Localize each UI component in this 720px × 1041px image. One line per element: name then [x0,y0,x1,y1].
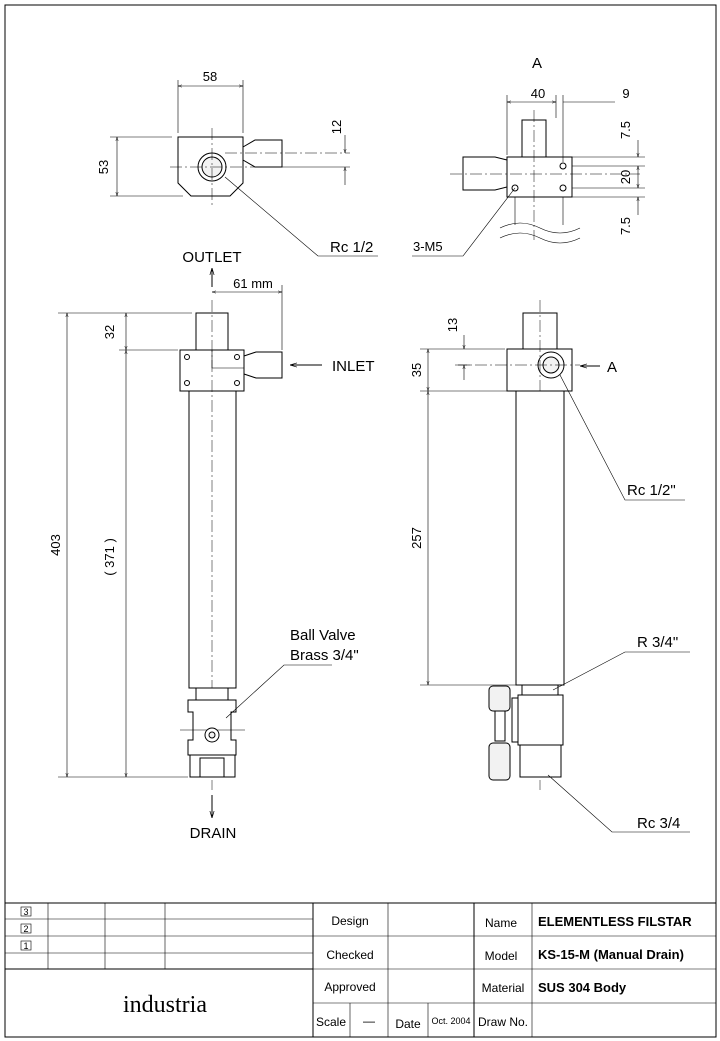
dim-61mm: 61 mm [233,276,273,291]
dim-371: ( 371 ) [102,538,117,576]
date-value: Oct. 2004 [431,1016,470,1026]
title-block: 3 2 1 industria Design Checked Approved … [5,902,716,1037]
thread-top-label: Rc 1/2" [627,482,676,499]
outlet-label: OUTLET [182,249,241,266]
ball-valve [517,694,564,746]
material-label: Material [482,981,525,995]
dim-7-5-top: 7.5 [618,121,633,139]
company-logo: industria [123,992,207,1018]
model-value: KS-15-M (Manual Drain) [538,947,684,962]
thread-bottom-label: Rc 3/4 [637,815,680,832]
thread-mid-label: R 3/4" [637,634,678,651]
top-view-right: A 40 9 7.5 20 7.5 3-M5 [412,55,645,257]
model-label: Model [485,949,518,963]
dim-32: 32 [102,325,117,339]
approved-label: Approved [324,980,375,994]
date-label: Date [395,1017,421,1031]
drawing-border [4,4,717,1038]
inlet-nozzle [243,351,283,379]
dim-13: 13 [445,318,460,332]
drain-label: DRAIN [190,825,237,842]
design-label: Design [331,914,368,928]
dim-58: 58 [203,69,217,84]
front-view-right: A 13 35 257 Rc 1/2" R 3/4" Rc 3/4 [409,300,690,833]
valve-knob [488,685,511,712]
valve-knob [488,742,511,781]
dim-35: 35 [409,363,424,377]
scale-value: — [363,1014,375,1028]
filter-tube [515,390,565,686]
revision-1: 1 [23,941,28,951]
dim-7-5-bottom: 7.5 [618,217,633,235]
holes-label: 3-M5 [413,239,443,254]
filter-tube [188,390,237,689]
drawno-label: Draw No. [478,1015,528,1029]
dim-12: 12 [329,120,344,134]
leader-line [412,187,516,257]
view-label-a: A [532,55,542,72]
leader-line [552,651,690,691]
dim-403: 403 [48,534,63,556]
thread-label: Rc 1/2 [330,239,373,256]
dim-40: 40 [531,86,545,101]
material-value: SUS 304 Body [538,980,627,995]
leader-line [224,176,378,257]
dim-20: 20 [618,170,633,184]
side-nozzle [462,156,508,191]
leader-line [225,664,332,719]
inlet-label: INLET [332,358,375,375]
checked-label: Checked [326,948,373,962]
leader-line [559,374,685,501]
dim-53: 53 [96,160,111,174]
view-a-label: A [607,359,617,376]
top-view-left: 58 53 12 Rc 1/2 [96,69,378,257]
scale-label: Scale [316,1015,346,1029]
front-view-left: OUTLET 61 mm INLET DRAIN 403 32 ( 371 ) … [48,249,375,842]
inlet-nozzle [242,139,283,168]
revision-2: 2 [23,924,28,934]
name-value: ELEMENTLESS FILSTAR [538,914,692,929]
dim-9: 9 [622,86,629,101]
valve-label-line1: Ball Valve [290,627,356,644]
dim-257: 257 [409,527,424,549]
name-label: Name [485,916,517,930]
leader-line [547,774,690,833]
revision-3: 3 [23,907,28,917]
valve-label-line2: Brass 3/4" [290,647,359,664]
